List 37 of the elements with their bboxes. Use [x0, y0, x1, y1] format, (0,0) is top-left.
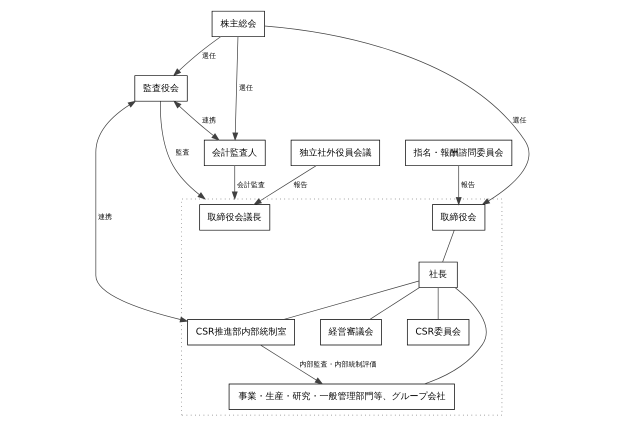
- edge-label: 報告: [293, 180, 308, 189]
- connector: [423, 287, 486, 384]
- arrow: [455, 165, 462, 206]
- node-box: 株主総会: [211, 10, 264, 38]
- node-box: 会計監査人: [203, 140, 266, 166]
- connector: [369, 287, 420, 320]
- edge-label: 内部監査・内部統制評価: [299, 359, 376, 368]
- arrow: [260, 344, 323, 384]
- arrow: [172, 36, 220, 76]
- arrow: [252, 165, 316, 206]
- node-box: 監査役会: [134, 75, 188, 102]
- node-box: 経営審議会: [320, 319, 382, 346]
- node-box: CSR推進部内部統制室: [186, 319, 294, 346]
- edge-label: 選任: [202, 50, 216, 60]
- arrow: [160, 101, 206, 200]
- edge-label: 連携: [98, 212, 112, 222]
- node-box: 指名・報酬諮問委員会: [404, 140, 512, 166]
- node-box: 社長: [418, 262, 458, 288]
- arrow: [94, 100, 188, 322]
- arrow: [231, 165, 238, 200]
- edge-label: 報告: [460, 180, 474, 189]
- node-box: 独立社外役員会議: [290, 140, 380, 166]
- arrow: [232, 36, 238, 142]
- node-box: 取締役会議長: [198, 204, 270, 231]
- edge-label: 選任: [512, 115, 526, 124]
- arrow: [172, 100, 220, 141]
- connector: [282, 280, 419, 320]
- arrow: [264, 26, 529, 206]
- edge-label: 会計監査: [236, 180, 265, 189]
- connector: [437, 287, 438, 320]
- edge-label: 監査: [174, 148, 189, 157]
- edge-label: 連携: [202, 115, 216, 124]
- edge-label: 選任: [238, 83, 253, 92]
- node-box: 取締役会: [432, 204, 485, 231]
- node-box: 事業・生産・研究・一般管理部門等、グループ会社: [228, 384, 454, 410]
- connector: [442, 230, 454, 262]
- node-box: CSR委員会: [406, 319, 469, 346]
